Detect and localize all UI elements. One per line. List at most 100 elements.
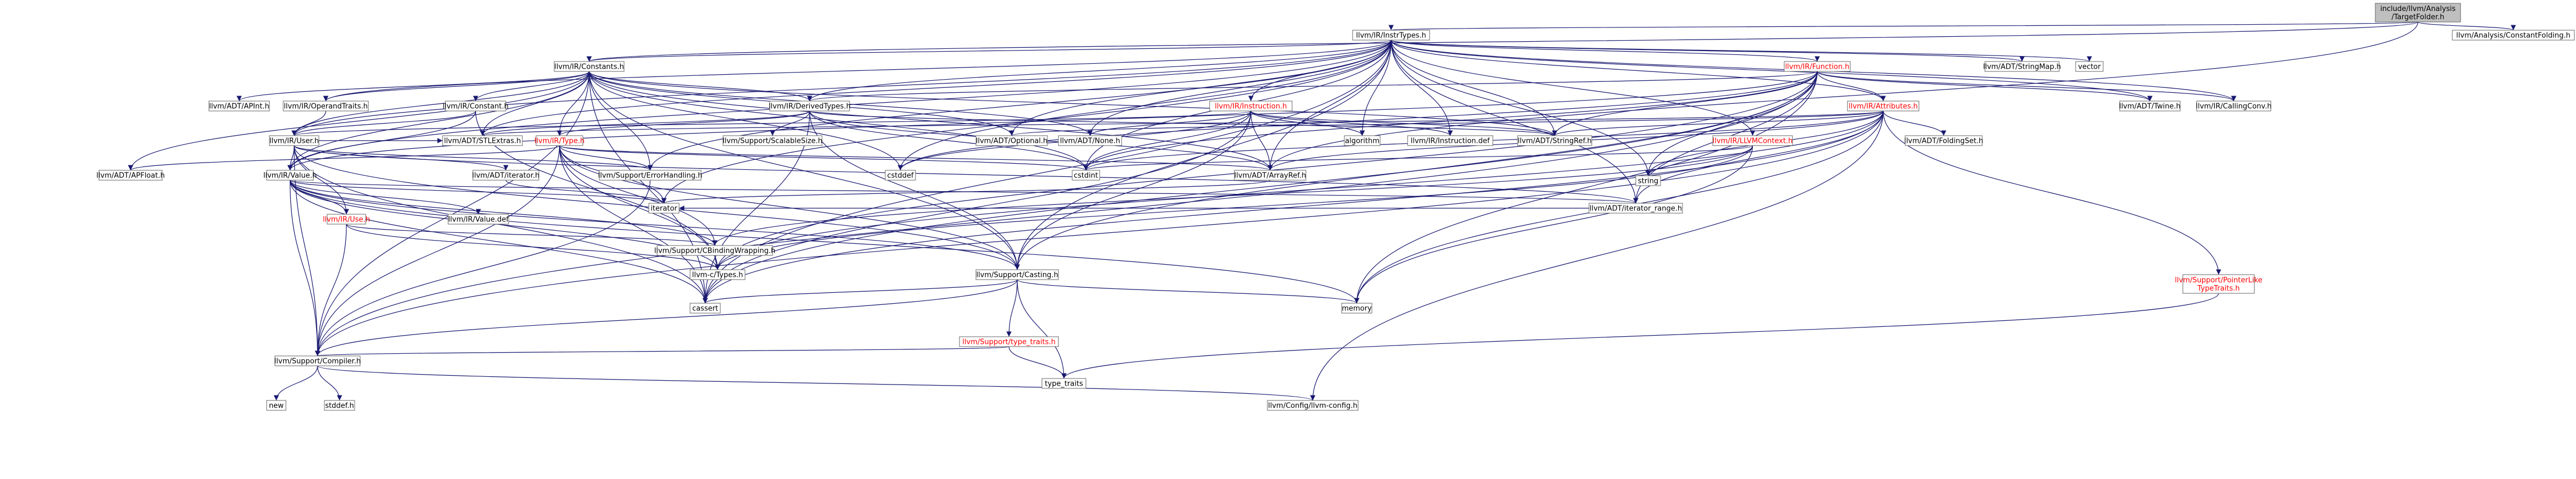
node-box-callingconv	[2196, 101, 2271, 112]
node-label-instruction: llvm/IR/Instruction.h	[1215, 103, 1287, 111]
node-label-pointerlike: llvm/Support/PointerLike	[2175, 276, 2262, 285]
node-box-apfloat	[98, 170, 163, 181]
node-operandtraits[interactable]: llvm/IR/OperandTraits.h	[283, 101, 369, 112]
node-label-constant: llvm/IR/Constant.h	[443, 103, 509, 111]
node-box-stringmap	[1984, 61, 2060, 72]
node-vector[interactable]: vector	[2075, 61, 2104, 72]
edge-instrtypes-to-errorhandling	[647, 40, 1392, 171]
node-arrayref[interactable]: llvm/ADT/ArrayRef.h	[1234, 170, 1306, 181]
edge-function-to-twine	[1817, 71, 2153, 102]
node-errorhandling[interactable]: llvm/Support/ErrorHandling.h	[598, 170, 703, 181]
edge-instrtypes-to-algorithm	[1359, 40, 1392, 136]
node-llvmconfig[interactable]: llvm/Config/llvm-config.h	[1267, 400, 1359, 411]
node-label-constants: llvm/IR/Constants.h	[554, 63, 624, 71]
edge-constants-to-compiler	[315, 71, 590, 357]
node-root[interactable]: include/llvm/Analysis/TargetFolder.h	[2375, 3, 2461, 23]
node-none[interactable]: llvm/ADT/None.h	[1058, 135, 1122, 146]
node-foldingset[interactable]: llvm/ADT/FoldingSet.h	[1904, 135, 1983, 146]
node-stringmap[interactable]: llvm/ADT/StringMap.h	[1983, 61, 2061, 72]
node-box-function	[1784, 61, 1851, 72]
edge-constants-to-user	[291, 71, 590, 136]
node-constantfolding[interactable]: llvm/Analysis/ConstantFolding.h	[2452, 30, 2575, 41]
edge-value-to-valuedef	[289, 180, 481, 215]
node-box-constant	[445, 101, 506, 112]
node-derivedtypes[interactable]: llvm/IR/DerivedTypes.h	[769, 101, 851, 112]
edge-instruction-to-cstdint	[1083, 110, 1251, 171]
node-instructiondef[interactable]: llvm/IR/Instruction.def	[1407, 135, 1493, 146]
node-box-instrtypes	[1352, 30, 1430, 41]
node-stlextras[interactable]: llvm/ADT/STLExtras.h	[442, 135, 523, 146]
node-compiler[interactable]: llvm/Support/Compiler.h	[274, 355, 361, 366]
node-instruction[interactable]: llvm/IR/Instruction.h	[1209, 101, 1293, 112]
edge-derivedtypes-to-cstdint	[809, 110, 1089, 171]
edge-constants-to-value	[287, 71, 590, 171]
node-new[interactable]: new	[266, 400, 286, 411]
node-optional[interactable]: llvm/ADT/Optional.h	[975, 135, 1048, 146]
edge-attributes-to-compiler	[315, 110, 1884, 357]
node-box-value	[266, 170, 314, 181]
node-label-use: llvm/IR/Use.h	[323, 216, 370, 224]
edge-casting-to-cassert	[702, 279, 1018, 304]
edge-attributes-to-cassert	[702, 110, 1884, 304]
node-box-root	[2375, 3, 2461, 23]
node-type[interactable]: llvm/IR/Type.h	[534, 135, 584, 146]
edge-instrtypes-to-stringmap	[1391, 40, 2025, 62]
node-aphint[interactable]: llvm/ADT/APInt.h	[208, 101, 270, 112]
node-ctypes[interactable]: llvm-c/Types.h	[689, 269, 746, 280]
node-value[interactable]: llvm/IR/Value.h	[263, 170, 317, 181]
node-stddef[interactable]: stddef.h	[324, 400, 355, 411]
edge-value-to-cassert	[289, 180, 708, 304]
node-stringref[interactable]: llvm/ADT/StringRef.h	[1517, 135, 1592, 146]
edge-instrtypes-to-arrayref	[1267, 40, 1392, 171]
node-box-optional	[975, 135, 1048, 146]
node-string[interactable]: string	[1635, 175, 1661, 186]
edge-constants-to-cstddef	[588, 71, 903, 171]
node-box-use	[327, 214, 366, 225]
node-label-vector: vector	[2078, 63, 2101, 71]
node-box-pointerlike	[2182, 274, 2255, 294]
node-box-iteratorrange	[1588, 203, 1683, 214]
edge-type-to-cbinding	[559, 145, 718, 246]
node-user[interactable]: llvm/IR/User.h	[269, 135, 319, 146]
node-use[interactable]: llvm/IR/Use.h	[323, 214, 370, 225]
node-typetraits[interactable]: llvm/Support/type_traits.h	[959, 336, 1059, 347]
edge-function-to-memory	[1354, 71, 1818, 304]
node-typetraitsstd[interactable]: type_traits	[1041, 378, 1086, 389]
edge-errorhandling-to-compiler	[315, 180, 651, 357]
node-box-iteratorh	[472, 170, 539, 181]
node-cstdint[interactable]: cstdint	[1072, 170, 1100, 181]
edge-instrtypes-to-function	[1391, 40, 1820, 62]
edge-casting-to-memory	[1017, 279, 1360, 304]
node-box-attributes	[1847, 101, 1919, 112]
node-constant[interactable]: llvm/IR/Constant.h	[443, 101, 509, 112]
node-iteratorrange[interactable]: llvm/ADT/iterator_range.h	[1588, 203, 1683, 214]
node-label-cbinding: llvm/Support/CBindingWrapping.h	[654, 247, 776, 255]
node-apfloat[interactable]: llvm/ADT/APFloat.h	[96, 170, 165, 181]
node-cstddef[interactable]: cstddef	[885, 170, 916, 181]
node-cassert[interactable]: cassert	[689, 303, 721, 314]
node-algorithm[interactable]: algorithm	[1344, 135, 1381, 146]
node-label-callingconv: llvm/IR/CallingConv.h	[2196, 103, 2272, 111]
node-llvmcontext[interactable]: llvm/IR/LLVMContext.h	[1712, 135, 1793, 146]
node-function[interactable]: llvm/IR/Function.h	[1784, 61, 1851, 72]
node-casting[interactable]: llvm/Support/Casting.h	[975, 269, 1059, 280]
node-memory[interactable]: memory	[1341, 303, 1372, 314]
node-scalablesize[interactable]: llvm/Support/ScalableSize.h	[722, 135, 823, 146]
edge-function-to-callingconv	[1817, 71, 2237, 102]
node-box-cbinding	[657, 245, 773, 256]
edge-instrtypes-to-stlextras	[479, 40, 1392, 136]
node-label-attributes: llvm/IR/Attributes.h	[1849, 103, 1918, 111]
node-iteratorh[interactable]: llvm/ADT/iterator.h	[472, 170, 540, 181]
edge-llvmcontext-to-ctypes	[715, 145, 1753, 270]
edge-instrtypes-to-iteratorrange	[1391, 40, 1639, 204]
edge-constants-to-aphint	[236, 71, 590, 102]
node-iterator[interactable]: iterator	[648, 203, 680, 214]
node-attributes[interactable]: llvm/IR/Attributes.h	[1847, 101, 1919, 112]
node-constants[interactable]: llvm/IR/Constants.h	[554, 61, 625, 72]
node-cbinding[interactable]: llvm/Support/CBindingWrapping.h	[654, 245, 776, 256]
node-instrtypes[interactable]: llvm/IR/InstrTypes.h	[1352, 30, 1430, 41]
node-twine[interactable]: llvm/ADT/Twine.h	[2119, 101, 2181, 112]
node-valuedef[interactable]: llvm/IR/Value.def	[448, 214, 509, 225]
node-callingconv[interactable]: llvm/IR/CallingConv.h	[2196, 101, 2272, 112]
